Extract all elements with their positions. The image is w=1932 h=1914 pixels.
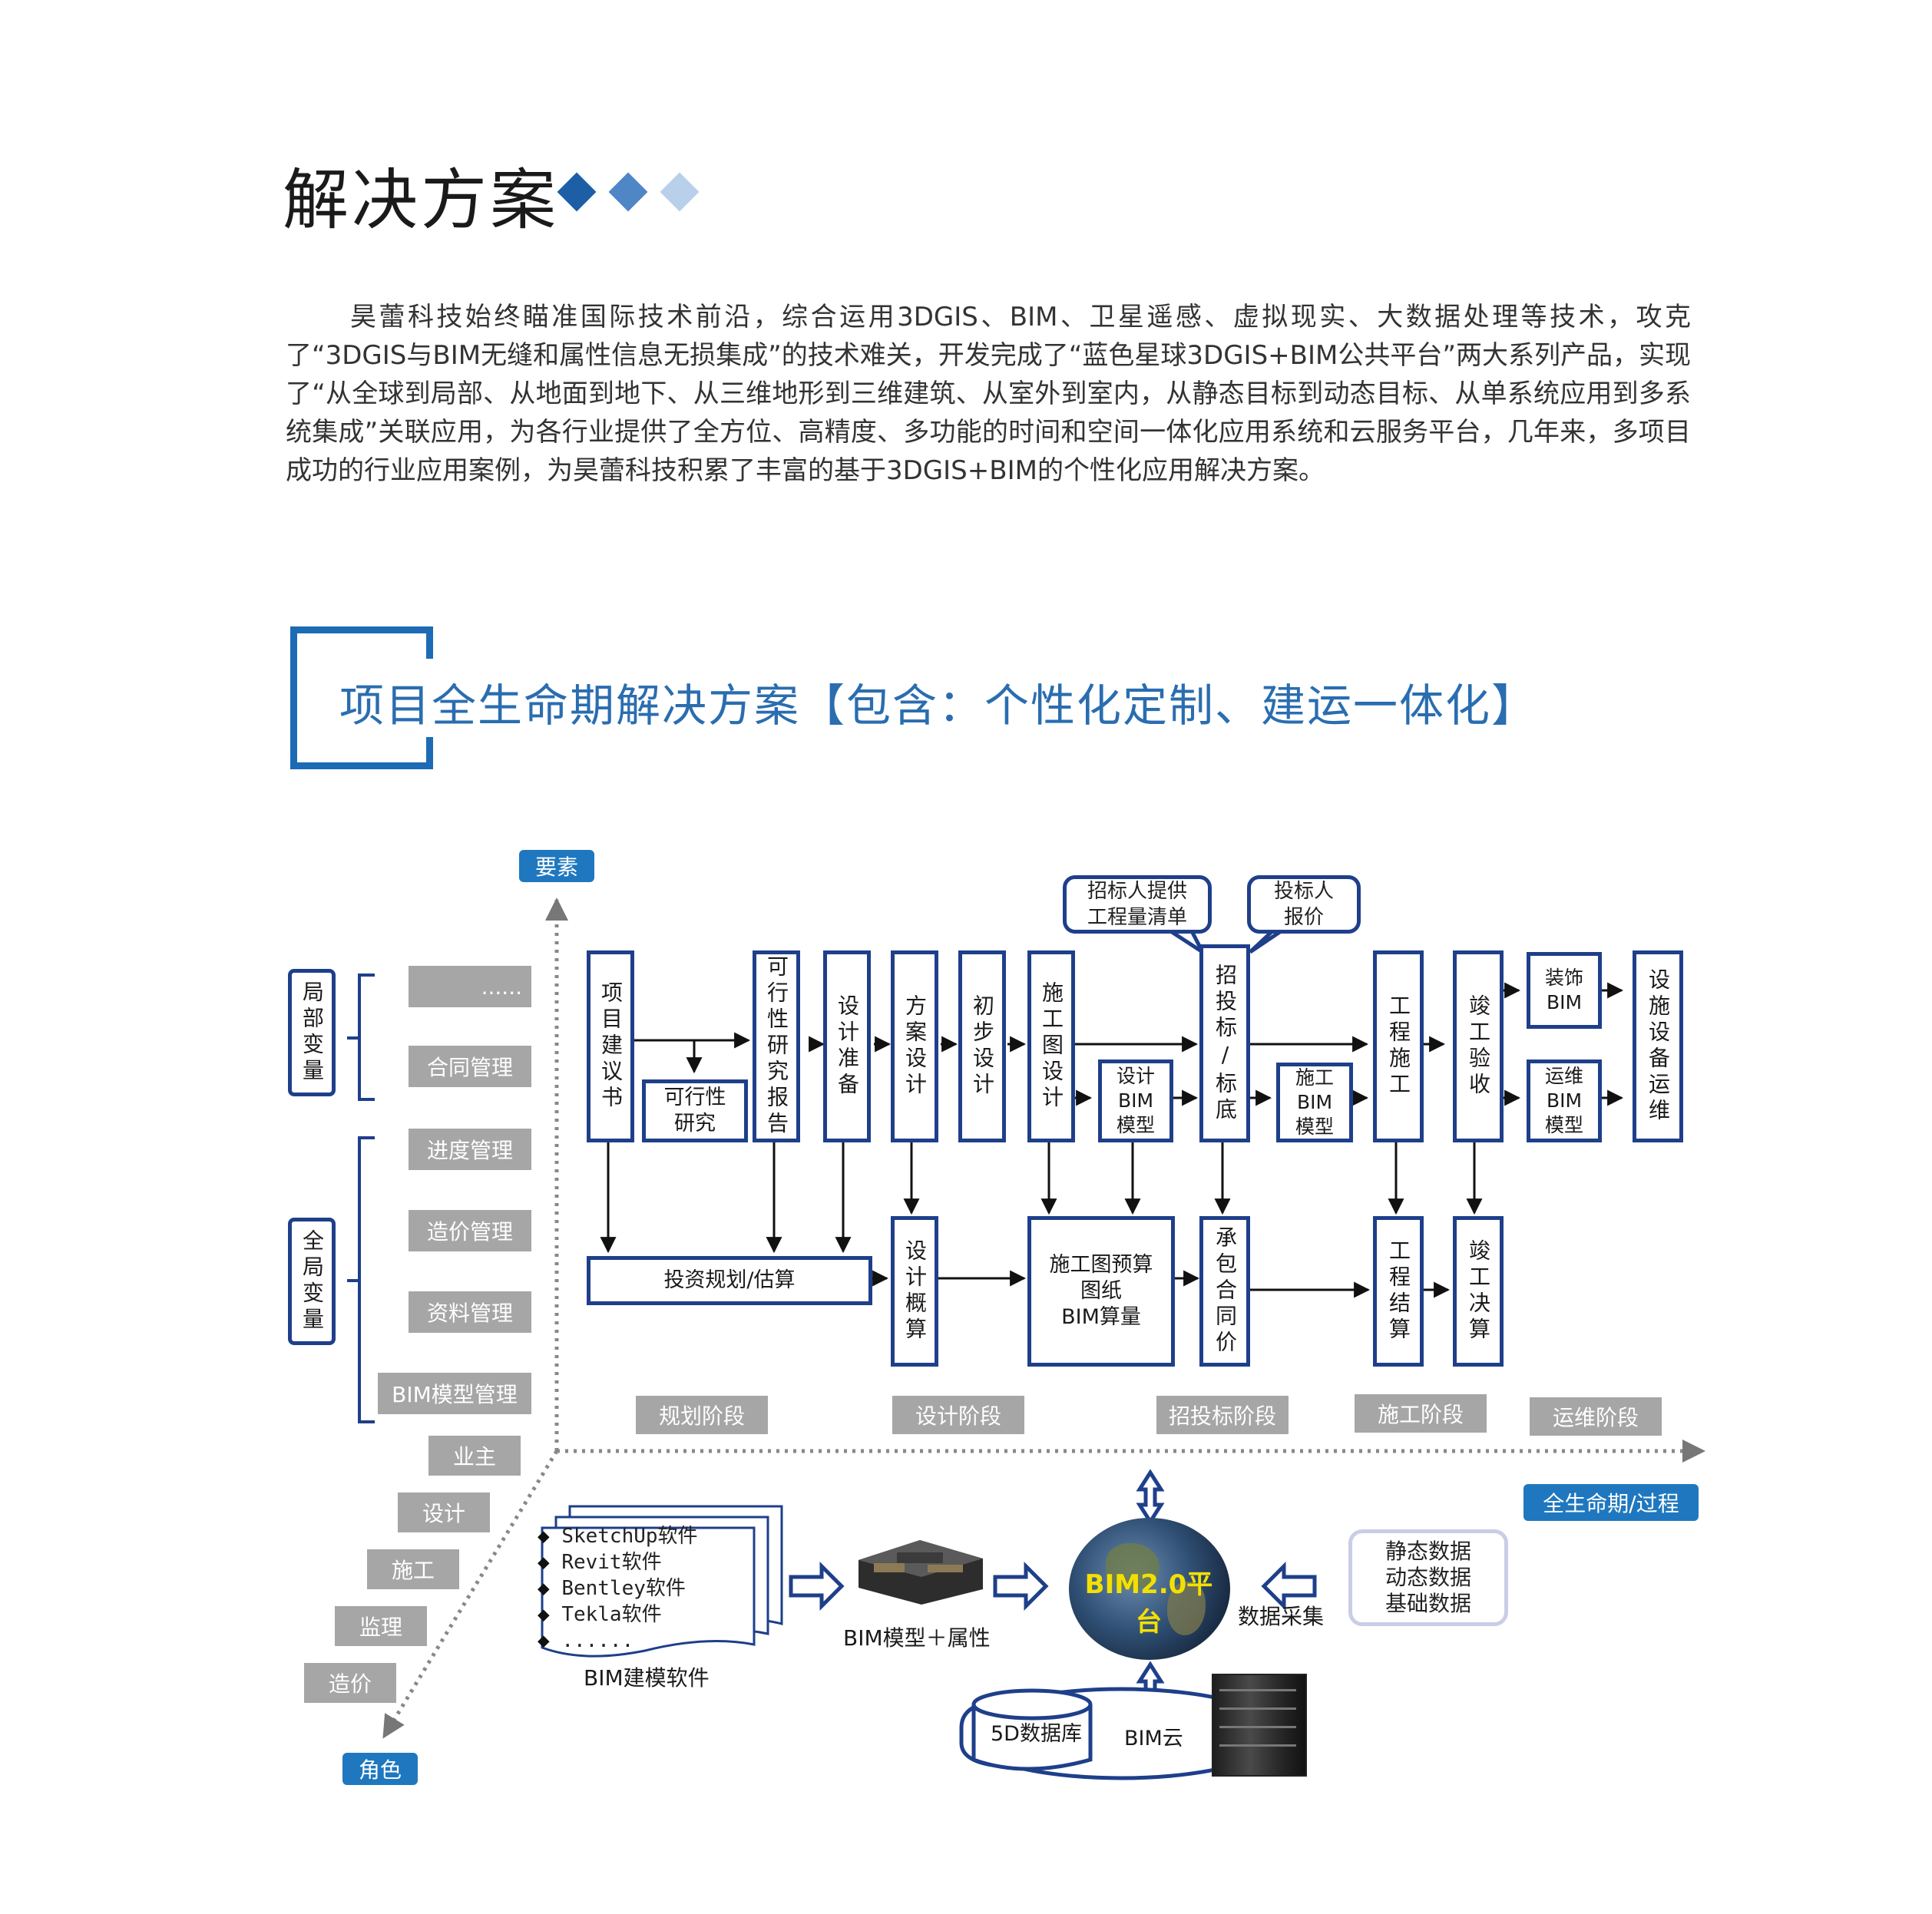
variable-item: 合同管理 [409,1046,531,1087]
platform-label: BIM2.0平台 [1084,1569,1213,1638]
section-bracket [290,626,433,769]
server-slot [1219,1726,1296,1728]
section-title: 项目全生命期解决方案【包含：个性化定制、建运一体化】 [339,679,1538,732]
arrow-icon [993,1561,1049,1612]
software-item: Bentley软件 [538,1575,698,1602]
step-facility-operation: 设施设备运维 [1633,950,1683,1142]
page-title: 解决方案 [283,162,559,239]
axis-y-tag: 要素 [519,850,594,882]
intro-paragraph: 昊蕾科技始终瞄准国际技术前沿，综合运用3DGIS、BIM、卫星遥感、虚拟现实、大… [286,302,1691,486]
variable-item: 造价管理 [409,1210,531,1251]
stage-label: 规划阶段 [636,1396,768,1434]
variable-item: 进度管理 [409,1129,531,1170]
step-contract-price: 承包合同价 [1199,1216,1250,1367]
step-decoration-bim: 装饰 BIM [1527,952,1602,1029]
step-design-prep: 设计准备 [823,950,871,1142]
role-item: 造价 [304,1663,396,1703]
stage-label: 设计阶段 [892,1396,1024,1434]
step-bidding: 招投标/标底 [1199,944,1250,1142]
local-variable-label: 局部变量 [299,980,325,1085]
step-feasibility-report: 可行性研究报告 [753,950,800,1142]
flow-arrows [600,982,1624,1298]
arrow-icon [789,1561,845,1612]
software-item: Revit软件 [538,1549,698,1575]
global-variable-box: 全局变量 [288,1218,336,1345]
global-variable-label: 全局变量 [299,1229,325,1334]
step-construction-budget: 施工图预算 图纸 BIM算量 [1027,1216,1175,1367]
callout-bidder-list: 招标人提供 工程量清单 [1063,875,1212,934]
database-label: 5D数据库 [991,1722,1082,1746]
step-scheme-design: 方案设计 [891,950,938,1142]
step-investment-estimate: 投资规划/估算 [587,1256,872,1305]
local-bracket [347,974,375,1101]
step-design-estimate: 设计概算 [891,1216,938,1367]
server-slot [1219,1744,1296,1747]
step-construction-drawing: 施工图设计 [1027,950,1075,1142]
software-caption: BIM建模软件 [584,1665,710,1691]
step-project-settlement: 工程结算 [1373,1216,1424,1367]
step-design-bim: 设计 BIM 模型 [1098,1059,1173,1142]
role-item: 设计 [398,1493,490,1532]
data-type: 基础数据 [1384,1591,1471,1616]
model-caption: BIM模型＋属性 [843,1625,991,1651]
stage-label: 施工阶段 [1355,1394,1487,1433]
software-item: SketchUp软件 [538,1523,697,1549]
building-model-icon [858,1540,983,1605]
database-icon [971,1704,1093,1771]
arrow-icon [1136,1469,1165,1526]
variable-item: 资料管理 [409,1291,531,1333]
server-slot [1219,1707,1296,1710]
callout-bid-quote: 投标人 报价 [1247,875,1361,934]
role-item: 监理 [335,1606,427,1646]
globe-land [1167,1582,1206,1635]
role-item: 施工 [367,1549,459,1589]
section-bracket-cap [426,737,433,769]
software-item: ...... [538,1628,698,1654]
step-construction-bim: 施工 BIM 模型 [1276,1063,1353,1142]
variable-item: BIM模型管理 [378,1373,531,1414]
arrow-icon [1261,1561,1317,1612]
data-type: 静态数据 [1384,1539,1471,1564]
data-type: 动态数据 [1384,1565,1471,1590]
data-collect-label: 数据采集 [1238,1604,1325,1629]
step-operation-bim: 运维 BIM 模型 [1527,1059,1602,1142]
role-item: 业主 [428,1436,521,1476]
step-completion-acceptance: 竣工验收 [1453,950,1504,1142]
software-list: SketchUp软件 Revit软件 Bentley软件 Tekla软件 ...… [538,1523,698,1654]
variable-brackets [347,974,375,1423]
server-slot [1219,1689,1296,1691]
step-feasibility-study: 可行性 研究 [642,1079,748,1142]
stage-label: 招投标阶段 [1156,1396,1289,1434]
global-bracket [347,1136,375,1423]
step-final-accounts: 竣工决算 [1453,1216,1504,1367]
globe-land [1106,1543,1160,1589]
step-project-proposal: 项目建议书 [587,950,634,1142]
globe-icon [1069,1518,1230,1660]
axis-lines [382,897,1705,1739]
software-item: Tekla软件 [538,1602,698,1628]
cloud-label: BIM云 [1124,1727,1183,1750]
stage-label: 运维阶段 [1530,1397,1662,1436]
database-icon [971,1688,1093,1721]
section-bracket-cap [426,626,433,659]
axis-x-tag: 全生命期/过程 [1523,1484,1699,1521]
local-variable-box: 局部变量 [288,969,336,1096]
step-preliminary-design: 初步设计 [958,950,1006,1142]
variable-item: ...... [409,966,531,1007]
data-types-box: 静态数据 动态数据 基础数据 [1348,1529,1508,1626]
step-construction: 工程施工 [1373,950,1424,1142]
axis-z-tag: 角色 [342,1753,418,1785]
